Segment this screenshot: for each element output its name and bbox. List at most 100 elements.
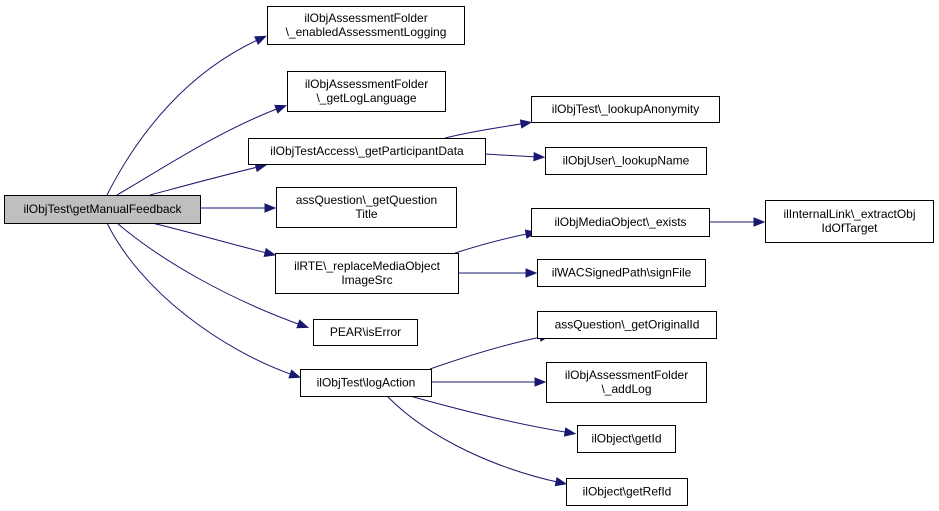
node-layer: ilObjTest\getManualFeedback ilObjAssessme… (4, 6, 934, 506)
node-label: ilObjTestAccess\_getParticipantData (270, 144, 464, 158)
node-box (546, 362, 707, 403)
node-enabledLogging[interactable]: ilObjAssessmentFolder\_enabledAssessment… (267, 6, 465, 45)
edge-layer (106, 35, 766, 487)
node-box (545, 147, 707, 175)
node-box (765, 200, 934, 243)
edge-line (116, 106, 283, 196)
node-box (566, 478, 688, 506)
node-label: ilObjAssessmentFolder (305, 77, 428, 91)
edge-getParticipantData-to-lookupName (484, 151, 546, 162)
node-label: ilObjTest\_lookupAnonymity (552, 102, 699, 116)
node-root[interactable]: ilObjTest\getManualFeedback (4, 195, 201, 224)
edge-line (149, 165, 263, 196)
edge-line (444, 122, 528, 139)
edge-replaceMediaObject-to-mediaExists (454, 229, 538, 254)
arrowhead (263, 247, 277, 258)
edge-root-to-getParticipantData (149, 162, 268, 196)
edge-root-to-getQuestionTitle (200, 203, 277, 213)
node-box (267, 6, 465, 45)
node-label: ImageSrc (341, 273, 392, 287)
node-box (577, 425, 676, 453)
edge-logAction-to-getRefId (386, 395, 568, 487)
edge-line (409, 395, 572, 434)
edge-replaceMediaObject-to-signFile (458, 268, 538, 278)
node-getOriginalId[interactable]: assQuestion\_getOriginalId (537, 311, 717, 339)
arrowhead (254, 35, 267, 45)
edge-root-to-replaceMediaObject (151, 222, 277, 258)
edge-logAction-to-getId (409, 395, 577, 437)
arrowhead (274, 104, 288, 114)
node-getId[interactable]: ilObject\getId (577, 425, 676, 453)
node-box (313, 319, 418, 346)
node-getParticipantData[interactable]: ilObjTestAccess\_getParticipantData (248, 138, 486, 165)
node-label: \_addLog (601, 382, 651, 396)
node-label: ilObjAssessmentFolder (304, 11, 427, 25)
edge-root-to-logAction (106, 222, 302, 379)
arrowhead (296, 319, 310, 329)
node-box (300, 369, 432, 397)
node-label: \_enabledAssessmentLogging (286, 25, 447, 39)
node-label: ilInternalLink\_extractObj (783, 207, 915, 221)
edge-line (151, 222, 272, 255)
node-mediaExists[interactable]: ilObjMediaObject\_exists (531, 208, 710, 237)
edge-line (429, 335, 547, 370)
node-box (248, 138, 486, 165)
node-label: ilObject\getId (591, 432, 661, 446)
arrowhead (753, 217, 766, 227)
arrowhead (534, 377, 547, 387)
edge-line (386, 395, 563, 484)
node-box (531, 208, 710, 237)
arrowhead (525, 268, 538, 278)
node-label: ilRTE\_replaceMediaObject (294, 259, 441, 273)
edge-line (106, 222, 297, 377)
edge-logAction-to-addLog (431, 377, 547, 387)
edge-getParticipantData-to-lookupAnonymity (444, 119, 533, 139)
edge-line (116, 222, 305, 327)
node-addLog[interactable]: ilObjAssessmentFolder\_addLog (546, 362, 707, 403)
arrowhead (533, 151, 546, 162)
node-getRefId[interactable]: ilObject\getRefId (566, 478, 688, 506)
node-getLogLanguage[interactable]: ilObjAssessmentFolder\_getLogLanguage (287, 71, 446, 112)
node-box (537, 259, 706, 287)
node-label: Title (355, 207, 378, 221)
node-label: ilObjUser\_lookupName (563, 154, 690, 168)
node-box (276, 187, 457, 228)
edge-line (454, 232, 533, 254)
arrowhead (264, 203, 277, 213)
edge-root-to-getLogLanguage (116, 104, 288, 196)
node-label: ilWACSignedPath\signFile (552, 266, 692, 280)
node-label: ilObject\getRefId (583, 485, 672, 499)
arrowhead (519, 119, 533, 129)
node-lookupName[interactable]: ilObjUser\_lookupName (545, 147, 707, 175)
edge-root-to-isError (116, 222, 310, 329)
node-isError[interactable]: PEAR\isError (313, 319, 418, 346)
edge-logAction-to-getOriginalId (429, 332, 552, 370)
node-box (537, 311, 717, 339)
node-label: IdOfTarget (821, 221, 878, 235)
node-signFile[interactable]: ilWACSignedPath\signFile (537, 259, 706, 287)
node-box (531, 96, 720, 123)
arrowhead (563, 427, 577, 437)
node-box (275, 253, 459, 294)
node-label: ilObjAssessmentFolder (565, 368, 688, 382)
node-box (4, 195, 201, 224)
node-label: ilObjTest\logAction (317, 376, 416, 390)
edge-line (106, 37, 263, 196)
node-label: ilObjTest\getManualFeedback (23, 202, 182, 216)
node-label: \_getLogLanguage (316, 91, 416, 105)
edge-mediaExists-to-extractObjId (709, 217, 766, 227)
node-label: assQuestion\_getQuestion (296, 193, 437, 207)
edge-root-to-enabledLogging (106, 35, 267, 196)
node-label: ilObjMediaObject\_exists (554, 215, 686, 229)
edge-line (484, 153, 541, 158)
arrowhead (554, 477, 568, 487)
node-label: PEAR\isError (330, 325, 401, 339)
node-logAction[interactable]: ilObjTest\logAction (300, 369, 432, 397)
node-box (287, 71, 446, 112)
node-label: assQuestion\_getOriginalId (555, 318, 700, 332)
node-lookupAnonymity[interactable]: ilObjTest\_lookupAnonymity (531, 96, 720, 123)
